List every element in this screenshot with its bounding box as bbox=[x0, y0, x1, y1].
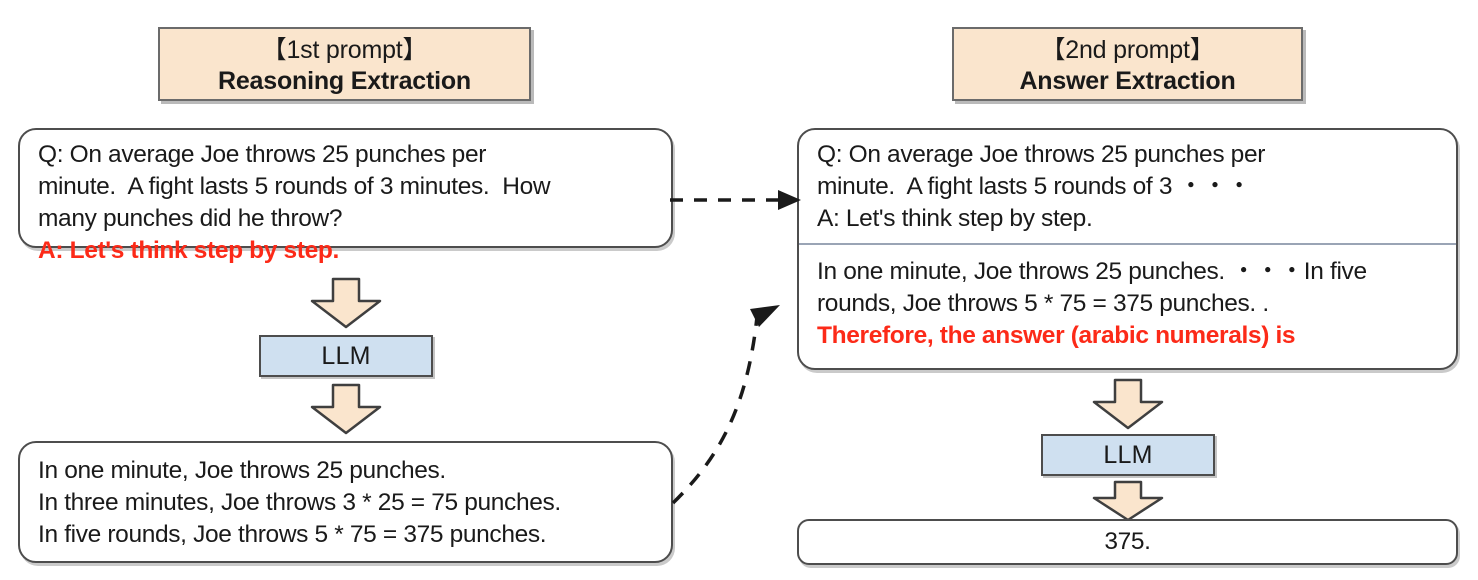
reasoning-line-1: In one minute, Joe throws 25 punches. bbox=[38, 457, 446, 484]
stage2-header-line1: 【2nd prompt】 bbox=[1040, 36, 1215, 64]
answer-trigger-text: Therefore, the answer (arabic numerals) … bbox=[817, 322, 1296, 350]
dashed-arrow-question-to-prompt bbox=[668, 178, 804, 222]
reasoning-line-2: In three minutes, Joe throws 3 * 25 = 75… bbox=[38, 489, 561, 517]
stage2-llm-box: LLM bbox=[1041, 434, 1215, 476]
stage2-prompt-header: 【2nd prompt】 Answer Extraction bbox=[952, 27, 1303, 101]
down-arrow-icon bbox=[308, 383, 384, 435]
question-line-3: many punches did he throw? bbox=[38, 205, 343, 233]
stage1-prompt-header: 【1st prompt】 Reasoning Extraction bbox=[158, 27, 531, 101]
stage2-prompt-panel: Q: On average Joe throws 25 punches per … bbox=[797, 128, 1458, 370]
stage1-llm-label: LLM bbox=[321, 341, 371, 370]
reasoning-line-3: In five rounds, Joe throws 5 * 75 = 375 … bbox=[38, 521, 547, 549]
stage1-header-line1: 【1st prompt】 bbox=[261, 36, 428, 64]
stage2-llm-label: LLM bbox=[1103, 440, 1153, 469]
stage2-reasoning-line-2: rounds, Joe throws 5 * 75 = 375 punches.… bbox=[817, 290, 1269, 318]
stage2-reasoning-line-1: In one minute, Joe throws 25 punches. ・・… bbox=[817, 258, 1367, 286]
stage2-question-line-3: A: Let's think step by step. bbox=[817, 205, 1093, 233]
stage2-question-line-1: Q: On average Joe throws 25 punches per bbox=[817, 141, 1266, 168]
stage1-llm-box: LLM bbox=[259, 335, 433, 377]
prompt-panel-divider bbox=[799, 243, 1456, 246]
question-line-2: minute. A fight lasts 5 rounds of 3 minu… bbox=[38, 173, 551, 201]
question-line-1: Q: On average Joe throws 25 punches per bbox=[38, 141, 487, 168]
down-arrow-icon bbox=[1090, 378, 1166, 430]
stage2-question-line-2: minute. A fight lasts 5 rounds of 3 ・・・ bbox=[817, 173, 1252, 201]
stage1-header-line2: Reasoning Extraction bbox=[218, 66, 471, 95]
stage2-header-line2: Answer Extraction bbox=[1019, 66, 1236, 95]
down-arrow-icon bbox=[308, 277, 384, 329]
reasoning-trigger-text: A: Let's think step by step. bbox=[38, 237, 339, 265]
stage1-question-panel: Q: On average Joe throws 25 punches per … bbox=[18, 128, 673, 264]
down-arrow-icon bbox=[1090, 480, 1166, 522]
stage2-final-answer-panel: 375. bbox=[797, 519, 1458, 565]
final-answer-text: 375. bbox=[1104, 527, 1151, 555]
dashed-curved-arrow-reasoning-to-prompt bbox=[655, 275, 815, 510]
stage1-reasoning-output-panel: In one minute, Joe throws 25 punches. In… bbox=[18, 441, 673, 563]
